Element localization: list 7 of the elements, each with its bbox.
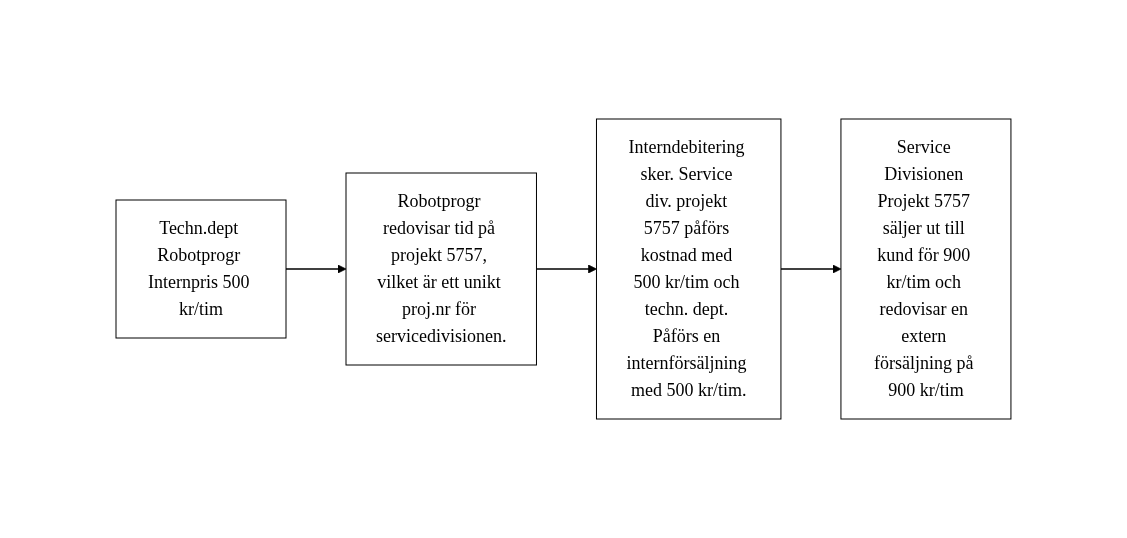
node-box: Techn.dept Robotprogr Internpris 500 kr/tim	[115, 199, 287, 339]
node-box: Service Divisionen Projekt 5757 säljer ut till kund för 900 kr/tim och redovisar en extern försäljning på 900 kr/tim	[840, 118, 1012, 420]
node-box: Interndebitering sker. Service div. projekt 5757 påförs kostnad med 500 kr/tim och techn. dept. Påförs en internförsäljning med 500 kr/tim.	[596, 118, 782, 420]
arrow	[285, 264, 347, 274]
arrow	[535, 264, 597, 274]
arrow	[780, 264, 842, 274]
node-box: Robotprogr redovisar tid på projekt 5757, vilket är ett unikt proj.nr för servicedivisionen.	[345, 172, 537, 366]
